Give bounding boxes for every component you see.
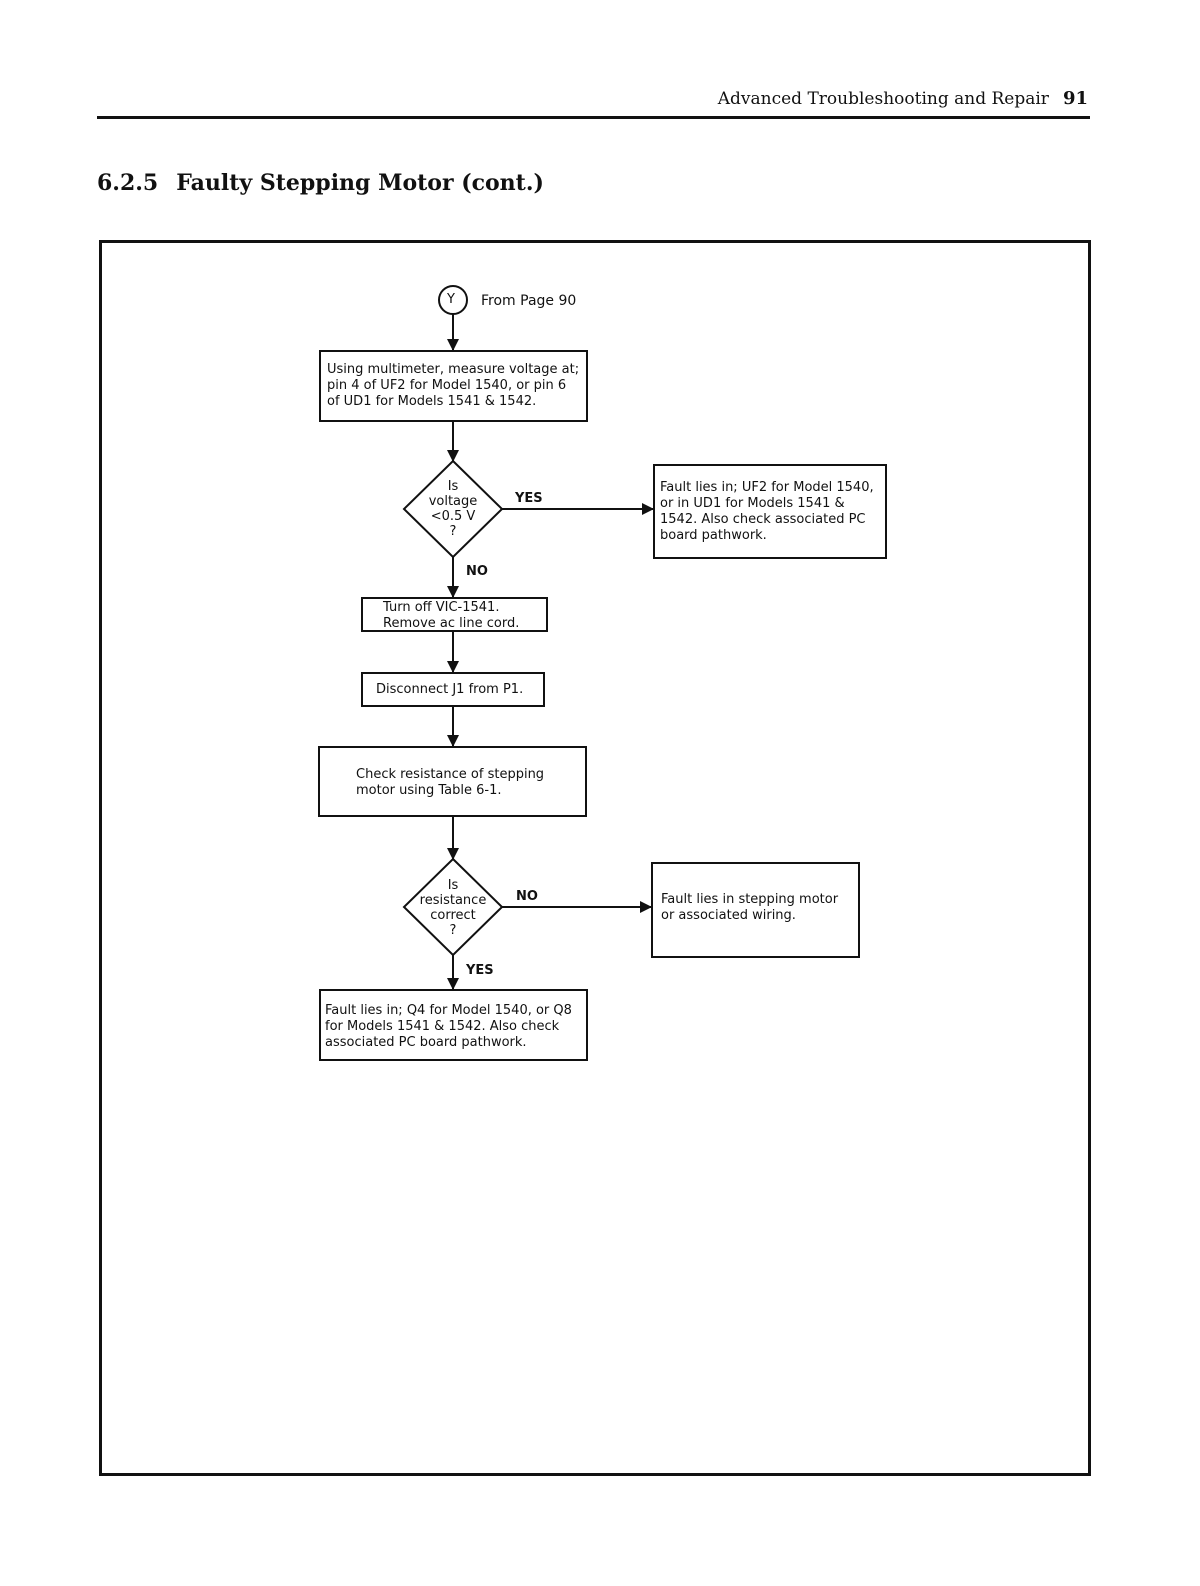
connector-note: From Page 90 (481, 293, 577, 309)
step-disconnect: Disconnect J1 from P1. (361, 672, 545, 707)
header-rule (97, 116, 1090, 119)
decision-resistance-text: Is resistance correct ? (419, 878, 487, 938)
section-title: 6.2.5 Faulty Stepping Motor (cont.) (97, 170, 544, 196)
label-yes-voltage: YES (515, 491, 543, 506)
fault-q4-q8: Fault lies in; Q4 for Model 1540, or Q8 … (319, 989, 588, 1061)
fault-uf2-ud1: Fault lies in; UF2 for Model 1540, or in… (653, 464, 887, 559)
label-no-voltage: NO (466, 564, 488, 579)
label-yes-resistance: YES (466, 963, 494, 978)
page-number: 91 (1062, 88, 1088, 109)
running-title: Advanced Troubleshooting and Repair (717, 89, 1049, 109)
step-turn-off: Turn off VIC-1541. Remove ac line cord. (361, 597, 548, 632)
step-check-resistance: Check resistance of stepping motor using… (318, 746, 587, 817)
step-measure-voltage: Using multimeter, measure voltage at; pi… (319, 350, 588, 422)
decision-voltage-text: Is voltage <0.5 V ? (428, 479, 478, 539)
section-heading: Faulty Stepping Motor (cont.) (176, 170, 544, 196)
running-head: Advanced Troubleshooting and Repair 91 (718, 88, 1088, 109)
section-number: 6.2.5 (97, 170, 159, 196)
label-no-resistance: NO (516, 889, 538, 904)
flowchart-frame (99, 240, 1091, 1476)
fault-stepping-motor: Fault lies in stepping motor or associat… (651, 862, 860, 958)
connector-letter: Y (447, 292, 455, 307)
